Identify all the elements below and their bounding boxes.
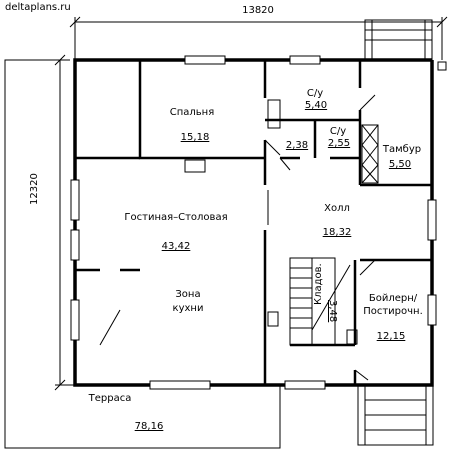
watermark: deltaplans.ru <box>5 2 71 13</box>
terrace-name: Терраса <box>88 393 132 404</box>
porch-bottom <box>357 384 434 446</box>
hall-area: 18,32 <box>322 227 352 238</box>
terrace-area: 78,16 <box>134 421 164 432</box>
height-dimension: 12320 <box>29 173 40 205</box>
boiler-line1: Бойлерн/ <box>368 293 418 304</box>
bedroom-area: 15,18 <box>180 132 210 143</box>
vestibule-area: 5,50 <box>388 159 412 170</box>
wc1-name: С/у <box>306 88 324 99</box>
wc-small-area: 2,38 <box>285 140 309 151</box>
pantry-name: Кладов. <box>313 263 324 305</box>
kitchen-line2: кухни <box>172 303 204 314</box>
wc2-area: 2,55 <box>327 138 351 149</box>
staircase <box>289 257 351 346</box>
width-dimension: 13820 <box>242 5 274 16</box>
windows <box>70 55 437 390</box>
wc1-area: 5,40 <box>304 100 328 111</box>
pantry-area: 3,48 <box>327 300 338 323</box>
wc2-name: С/у <box>329 126 347 137</box>
hall-name: Холл <box>324 203 350 214</box>
boiler-line2: Постирочн. <box>363 306 423 317</box>
living-area: 43,42 <box>161 241 191 252</box>
vestibule-name: Тамбур <box>382 144 422 155</box>
bedroom-name: Спальня <box>169 107 215 118</box>
door-swings <box>99 94 376 381</box>
fixtures <box>184 99 358 345</box>
kitchen-line1: Зона <box>175 289 201 300</box>
terrace-outline <box>4 59 281 449</box>
porch-top <box>364 19 447 71</box>
vestibule-cabinet <box>361 124 379 184</box>
living-name: Гостиная–Столовая <box>124 212 228 223</box>
boiler-area: 12,15 <box>376 331 406 342</box>
